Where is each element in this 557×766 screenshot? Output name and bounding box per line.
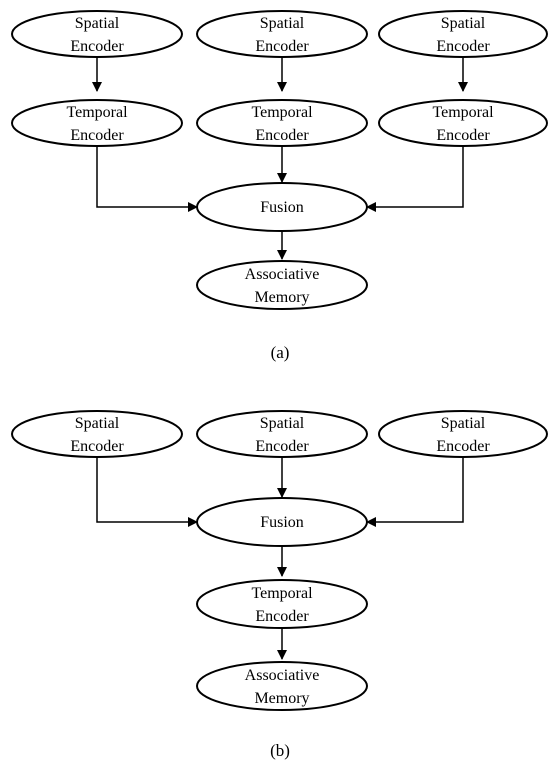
node-label: Encoder (436, 127, 490, 144)
node-a-spatial-encoder-3: Spatial Encoder (378, 10, 548, 58)
node-label: Spatial (75, 415, 120, 432)
node-label: Associative (245, 266, 320, 283)
node-label: Temporal (66, 104, 128, 121)
node-label: Encoder (255, 127, 309, 144)
node-label: Temporal (251, 585, 313, 602)
diagram-b: Spatial Encoder Spatial Encoder Spatial … (11, 410, 548, 760)
node-label: Encoder (255, 438, 309, 455)
node-b-spatial-encoder-2: Spatial Encoder (196, 410, 368, 458)
node-label: Encoder (255, 608, 309, 625)
node-label: Fusion (260, 199, 304, 216)
node-a-temporal-encoder-3: Temporal Encoder (378, 99, 548, 147)
node-label: Encoder (70, 127, 124, 144)
node-a-temporal-encoder-1: Temporal Encoder (11, 99, 183, 147)
edge-a-temporal1-fusion (96, 146, 198, 212)
node-b-spatial-encoder-1: Spatial Encoder (11, 410, 183, 458)
node-a-associative-memory: Associative Memory (196, 260, 368, 310)
caption-b: (b) (270, 741, 290, 760)
node-label: Spatial (260, 415, 305, 432)
node-b-spatial-encoder-3: Spatial Encoder (378, 410, 548, 458)
node-b-temporal-encoder: Temporal Encoder (196, 579, 368, 629)
node-label: Encoder (436, 38, 490, 55)
node-label: Spatial (441, 415, 486, 432)
diagram-a: Spatial Encoder Spatial Encoder Spatial … (11, 10, 548, 362)
node-label: Memory (254, 690, 309, 707)
node-label: Encoder (70, 438, 124, 455)
node-label: Spatial (75, 15, 120, 32)
node-b-fusion: Fusion (196, 497, 368, 547)
node-label: Encoder (255, 38, 309, 55)
node-label: Fusion (260, 514, 304, 531)
edge-b-spatial3-fusion (366, 457, 464, 527)
node-label: Temporal (251, 104, 313, 121)
node-a-spatial-encoder-2: Spatial Encoder (196, 10, 368, 58)
node-label: Temporal (432, 104, 494, 121)
node-label: Encoder (70, 38, 124, 55)
node-label: Memory (254, 289, 309, 306)
edge-b-spatial1-fusion (96, 457, 198, 527)
node-label: Associative (245, 667, 320, 684)
node-a-temporal-encoder-2: Temporal Encoder (196, 99, 368, 147)
edge-a-temporal3-fusion (366, 146, 464, 212)
node-label: Spatial (260, 15, 305, 32)
node-a-fusion: Fusion (196, 182, 368, 232)
node-a-spatial-encoder-1: Spatial Encoder (11, 10, 183, 58)
node-label: Spatial (441, 15, 486, 32)
node-label: Encoder (436, 438, 490, 455)
node-b-associative-memory: Associative Memory (196, 661, 368, 711)
caption-a: (a) (271, 343, 290, 362)
